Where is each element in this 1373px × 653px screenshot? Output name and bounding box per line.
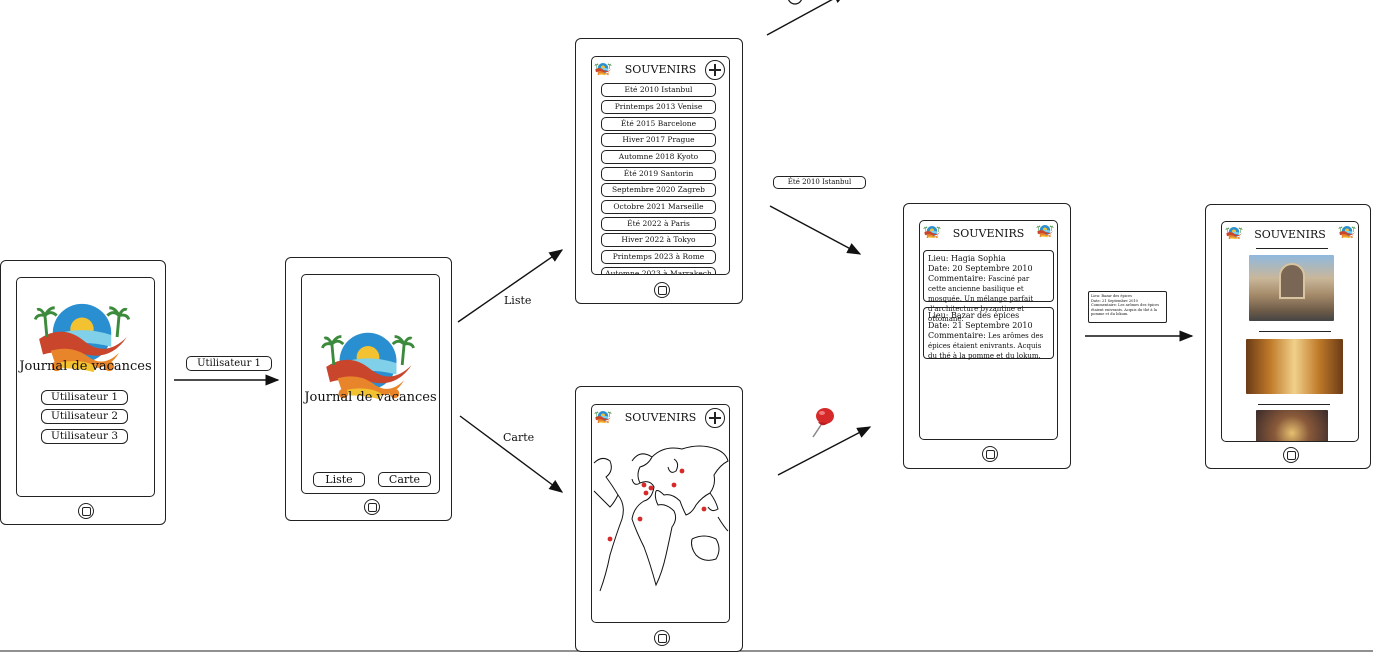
transition-label-map: Carte [503,431,535,444]
arrow-list-up [766,0,848,36]
arrow-menu-to-map [459,415,564,493]
map-button[interactable]: Carte [378,472,431,487]
world-map[interactable] [592,435,729,595]
trip-item[interactable]: Printemps 2013 Venise [601,100,716,114]
trip-item[interactable]: Été 2019 Santorin [601,167,716,181]
screen-gallery: SOUVENIRS [1221,221,1359,442]
trip-item[interactable]: Septembre 2020 Zagreb [601,183,716,197]
trip-item[interactable]: Automne 2018 Kyoto [601,150,716,164]
entry-note-comment: Commentaire: Les arômes des épices étaie… [1091,303,1160,317]
header-title: SOUVENIRS [1254,228,1326,241]
entry-comment: Les arômes des épices étaient enivrants.… [928,332,1044,360]
trip-item[interactable]: Octobre 2021 Marseille [601,200,716,214]
arrow-menu-to-list [457,249,564,323]
entry-note-date: Date: 21 Septembre 2010 [1091,298,1138,303]
tablet-map: SOUVENIRS [575,386,743,652]
tablet-main-menu: Journal de vacances Liste Carte [285,257,452,521]
trip-item[interactable]: Hiver 2017 Prague [601,133,716,147]
trip-item[interactable]: Eté 2010 Istanbul [601,83,716,97]
entry-comment-label: Commentaire: [928,274,986,283]
entry-date: Date: 20 Septembre 2010 [928,264,1033,273]
entry-place: Lieu: Hagia Sophia [928,254,1006,263]
header-title: SOUVENIRS [624,411,697,424]
entry-place: Lieu: Bazar des épices [928,311,1020,320]
home-button[interactable] [1283,447,1299,463]
entry-note: Lieu: Bazar des épices Date: 21 Septembr… [1088,291,1167,323]
entry-date: Date: 21 Septembre 2010 [928,321,1033,330]
pushpin-icon [812,408,834,438]
entry-card[interactable]: Lieu: Bazar des épices Date: 21 Septembr… [923,307,1054,360]
home-button[interactable] [364,499,380,515]
arrow-map-to-detail [777,426,872,476]
entry-comment-label: Commentaire: [928,331,986,340]
header-title: SOUVENIRS [952,227,1025,240]
screen-trip-detail: SOUVENIRS Lieu: Hagia Sophia Date: 20 Se… [919,220,1058,440]
entry-comment: Fasciné par cette ancienne basilique et … [928,275,1034,323]
tablet-trip-detail: SOUVENIRS Lieu: Hagia Sophia Date: 20 Se… [903,203,1071,469]
user-button-1[interactable]: Utilisateur 1 [41,390,128,405]
trip-item[interactable]: Printemps 2023 à Rome [601,250,716,264]
tablet-trip-list: SOUVENIRS Eté 2010 Istanbul Printemps 20… [575,38,743,304]
user-button-3[interactable]: Utilisateur 3 [41,429,128,444]
photo-bazaar-lamps[interactable] [1256,410,1328,441]
arrow-list-to-detail [769,205,862,255]
transition-label-trip: Été 2010 Istanbul [773,176,866,189]
divider [1259,331,1331,332]
home-button[interactable] [78,503,94,519]
screen-main-menu: Journal de vacances Liste Carte [301,274,440,494]
home-button[interactable] [982,446,998,462]
photo-bazaar-gate[interactable] [1249,255,1334,321]
entry-card[interactable]: Lieu: Hagia Sophia Date: 20 Septembre 20… [923,250,1054,323]
add-icon[interactable] [705,60,725,80]
screen-trip-list: SOUVENIRS Eté 2010 Istanbul Printemps 20… [591,56,730,275]
entry-note-place: Lieu: Bazar des épices [1091,294,1132,298]
divider [1256,248,1328,249]
photo-bazaar-interior[interactable] [1246,339,1343,394]
screen-user-select: Journal de vacances Utilisateur 1 Utilis… [16,277,155,497]
divider [1258,404,1330,405]
trip-item[interactable]: Été 2022 à Paris [601,217,716,231]
trip-item[interactable]: Automne 2023 à Marrakech [601,267,716,274]
tablet-user-select: Journal de vacances Utilisateur 1 Utilis… [0,260,166,525]
transition-label-user: Utilisateur 1 [186,356,272,371]
trip-item[interactable]: Été 2015 Barcelone [601,117,716,131]
app-title: Journal de vacances [304,390,437,405]
app-title: Journal de vacances [19,359,152,374]
trip-item[interactable]: Hiver 2022 à Tokyo [601,233,716,247]
user-button-2[interactable]: Utilisateur 2 [41,409,128,424]
screen-map: SOUVENIRS [591,404,730,623]
home-button[interactable] [654,630,670,646]
transition-label-list: Liste [504,294,532,307]
tablet-gallery: SOUVENIRS [1205,204,1371,469]
header-title: SOUVENIRS [624,63,697,76]
add-icon[interactable] [705,408,725,428]
list-button[interactable]: Liste [313,472,365,487]
home-button[interactable] [654,282,670,298]
